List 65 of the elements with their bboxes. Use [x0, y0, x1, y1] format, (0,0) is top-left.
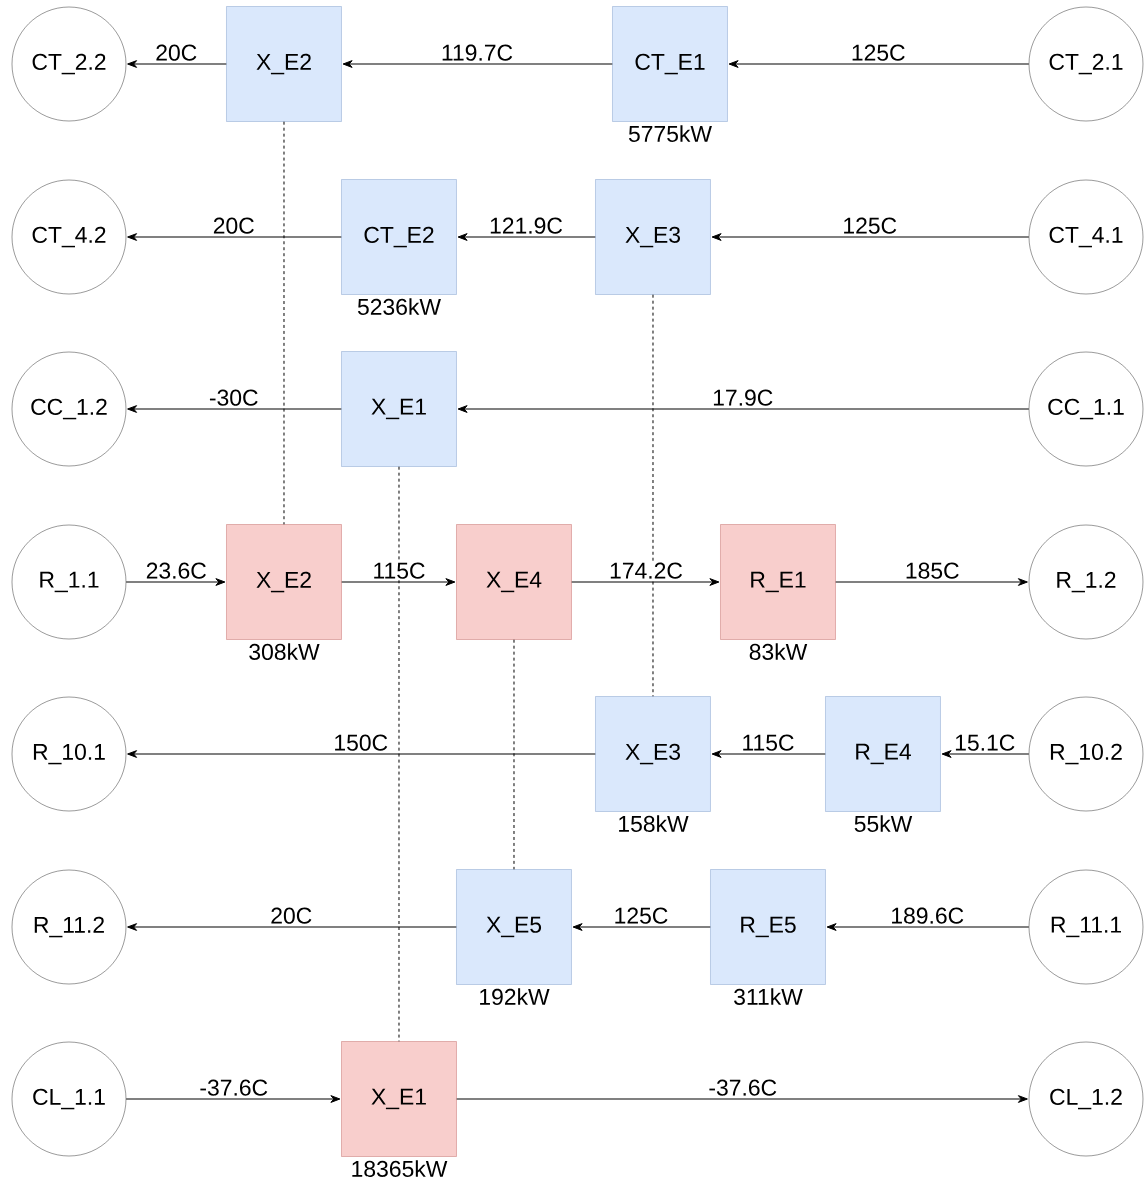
arrow	[125, 1095, 341, 1103]
arrow	[127, 233, 342, 241]
duty-label: 5236kW	[357, 298, 441, 316]
edge-label: 121.9C	[488, 216, 564, 235]
heat-exchanger-box: R_E1	[720, 524, 836, 640]
duty-label: 311kW	[734, 988, 803, 1006]
heat-exchanger-box: R_E5	[710, 869, 826, 985]
dashed-link-line	[513, 639, 515, 870]
arrow	[127, 60, 227, 68]
arrow	[826, 923, 1030, 931]
arrow	[711, 750, 826, 758]
duty-label: 18365kW	[352, 1160, 448, 1178]
edge-label: 17.9C	[711, 388, 775, 407]
heat-exchanger-box: X_E2	[226, 524, 342, 640]
edge-label: 125C	[612, 906, 670, 925]
arrow	[571, 578, 720, 586]
arrow	[127, 405, 342, 413]
arrow	[728, 60, 1030, 68]
edge-label: 125C	[849, 43, 907, 62]
arrow	[456, 1095, 1028, 1103]
heat-exchanger-box: X_E5	[456, 869, 572, 985]
arrow	[835, 578, 1028, 586]
heat-exchanger-box: CT_E2	[341, 179, 457, 295]
heat-exchanger-box: CT_E1	[612, 6, 728, 122]
dashed-link-line	[283, 121, 285, 525]
duty-label: 158kW	[619, 815, 689, 833]
arrow	[127, 750, 596, 758]
edge-label: -37.6C	[707, 1078, 779, 1097]
arrow	[341, 578, 456, 586]
arrow	[941, 750, 1030, 758]
arrow	[457, 233, 596, 241]
arrow	[127, 923, 457, 931]
edge-label: 15.1C	[953, 733, 1017, 752]
edge-label: 174.2C	[608, 561, 684, 580]
edge-label: 20C	[211, 216, 256, 235]
dashed-link-line	[652, 294, 654, 697]
heat-exchanger-box: X_E3	[595, 179, 711, 295]
arrow	[457, 405, 1030, 413]
duty-label: 83kW	[749, 643, 808, 661]
edge-label: 23.6C	[144, 561, 208, 580]
heat-exchanger-box: X_E1	[341, 351, 457, 467]
duty-label: 308kW	[249, 643, 320, 661]
heat-exchanger-box: X_E4	[456, 524, 572, 640]
edge-label: 119.7C	[439, 43, 515, 62]
edge-label: 150C	[332, 733, 390, 752]
duty-label: 55kW	[854, 815, 913, 833]
edge-label: 20C	[269, 906, 314, 925]
edge-label: -37.6C	[198, 1078, 270, 1097]
edge-label: 125C	[841, 216, 899, 235]
edge-label: 189.6C	[889, 906, 966, 925]
arrow	[711, 233, 1030, 241]
heat-exchanger-box: X_E2	[226, 6, 342, 122]
edge-label: 185C	[903, 561, 961, 580]
heat-exchanger-box: X_E3	[595, 696, 711, 812]
arrow	[125, 578, 226, 586]
heat-exchanger-box: R_E4	[825, 696, 941, 812]
heat-exchanger-box: X_E1	[341, 1041, 457, 1157]
arrow	[572, 923, 711, 931]
edge-label: -30C	[207, 388, 260, 407]
arrow	[342, 60, 613, 68]
edge-label: 115C	[740, 733, 796, 752]
edge-label: 115C	[371, 561, 427, 580]
edge-label: 20C	[154, 43, 199, 62]
duty-label: 5775kW	[628, 125, 712, 143]
duty-label: 192kW	[480, 988, 550, 1006]
